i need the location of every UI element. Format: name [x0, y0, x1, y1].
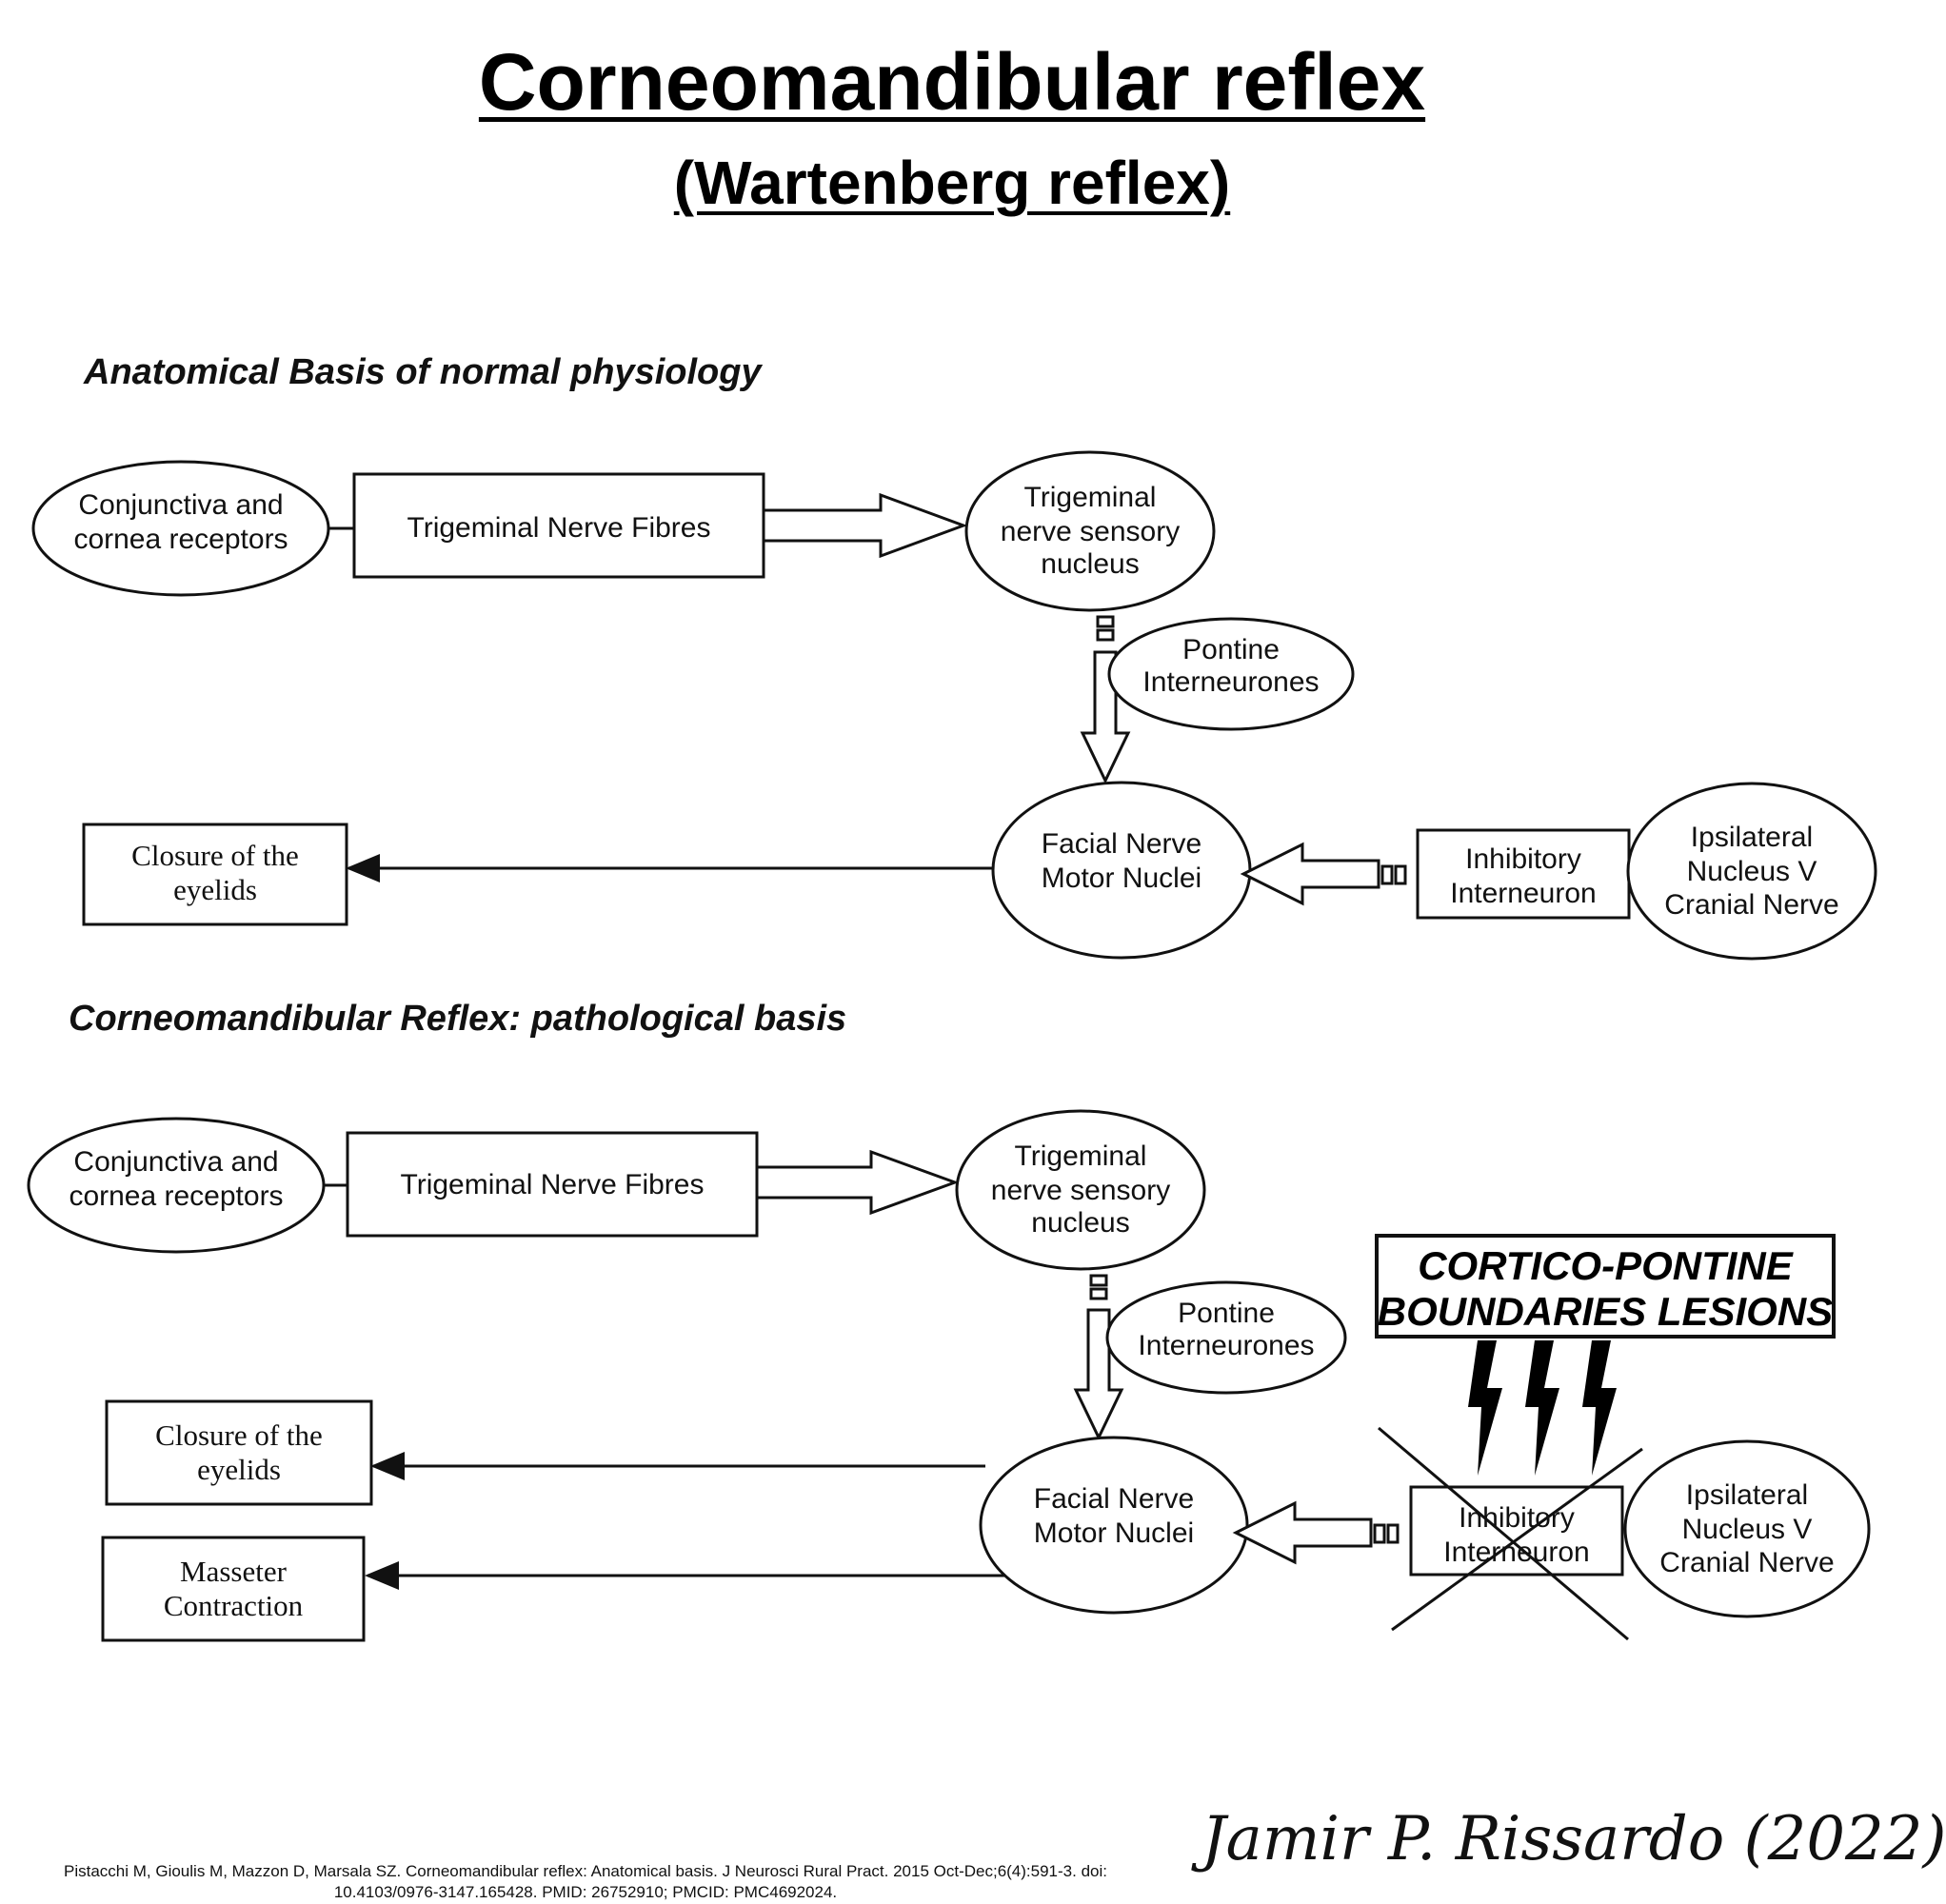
path-ipsilateral-label-2: Nucleus V [1682, 1514, 1813, 1545]
normal-receptors-ellipse: Conjunctiva and cornea receptors [31, 460, 330, 597]
path-sensory-label-1: Trigeminal [1015, 1140, 1147, 1172]
path-inhibitory-label-1: Inhibitory [1459, 1502, 1575, 1534]
lesion-box: CORTICO-PONTINE BOUNDARIES LESIONS [1375, 1234, 1836, 1339]
normal-fibres-box: Trigeminal Nerve Fibres [352, 472, 765, 579]
normal-ipsilateral-label-1: Ipsilateral [1691, 822, 1813, 853]
path-receptors-label-1: Conjunctiva and [73, 1146, 278, 1178]
path-fibres-label: Trigeminal Nerve Fibres [401, 1169, 705, 1200]
path-synapse-down [1089, 1274, 1108, 1300]
path-interneurone-arrow [1073, 1308, 1124, 1441]
path-ipsilateral-ellipse: Ipsilateral Nucleus V Cranial Nerve [1623, 1439, 1871, 1618]
cross-out-mark [1378, 1426, 1643, 1641]
page-title: Corneomandibular reflex [478, 37, 1426, 127]
path-ipsilateral-label-1: Ipsilateral [1686, 1479, 1808, 1511]
path-receptors-label-2: cornea receptors [69, 1180, 283, 1212]
path-interneurones-label-2: Interneurones [1138, 1330, 1314, 1361]
normal-fibres-label: Trigeminal Nerve Fibres [407, 512, 711, 544]
normal-sensory-label-1: Trigeminal [1024, 482, 1157, 513]
normal-inhibitory-label-2: Interneuron [1450, 878, 1596, 909]
normal-ipsilateral-label-2: Nucleus V [1687, 856, 1817, 887]
path-sensory-label-2: nerve sensory [991, 1175, 1170, 1206]
normal-receptors-label-2: cornea receptors [73, 524, 288, 555]
normal-inhibitory-label-1: Inhibitory [1465, 843, 1581, 875]
normal-synapse-down [1096, 615, 1115, 642]
path-inhibitory-label-2: Interneuron [1443, 1537, 1589, 1568]
normal-inhibitory-arrow [1240, 842, 1380, 906]
normal-ipsilateral-label-3: Cranial Nerve [1664, 889, 1838, 921]
path-motor-label-1: Facial Nerve [1034, 1483, 1194, 1515]
normal-sensory-nucleus-ellipse: Trigeminal nerve sensory nucleus [964, 450, 1216, 612]
normal-receptors-label-1: Conjunctiva and [78, 489, 283, 521]
normal-sensory-label-3: nucleus [1041, 548, 1139, 580]
path-interneurones-label-1: Pontine [1178, 1298, 1275, 1329]
lesion-label-1: CORTICO-PONTINE [1418, 1243, 1795, 1288]
path-motor-nuclei-ellipse: Facial Nerve Motor Nuclei [979, 1436, 1249, 1615]
normal-motor-label-2: Motor Nuclei [1042, 863, 1201, 894]
normal-sensory-label-2: nerve sensory [1001, 516, 1180, 547]
normal-closure-label-1: Closure of the [131, 839, 299, 872]
path-receptors-ellipse: Conjunctiva and cornea receptors [27, 1117, 326, 1254]
normal-closure-box: Closure of the eyelids [82, 823, 348, 926]
normal-heading: Anatomical Basis of normal physiology [83, 352, 763, 392]
normal-fibres-arrow [762, 492, 968, 559]
author-signature: Jamir P. Rissardo (2022) [1201, 1804, 1946, 1874]
normal-synapse-left [1380, 864, 1407, 885]
lightning-bolt-icon [1582, 1340, 1617, 1476]
lesion-label-2: BOUNDARIES LESIONS [1378, 1289, 1833, 1334]
normal-inhibitory-box: Inhibitory Interneuron [1416, 828, 1631, 920]
normal-ipsilateral-ellipse: Ipsilateral Nucleus V Cranial Nerve [1626, 782, 1877, 961]
normal-motor-nuclei-ellipse: Facial Nerve Motor Nuclei [991, 781, 1252, 960]
path-closure-box: Closure of the eyelids [105, 1399, 373, 1506]
path-closure-label-1: Closure of the [155, 1418, 323, 1452]
normal-motor-label-1: Facial Nerve [1042, 828, 1201, 860]
pathological-heading: Corneomandibular Reflex: pathological ba… [69, 999, 846, 1039]
normal-interneurones-label-2: Interneurones [1142, 666, 1319, 698]
path-synapse-left [1373, 1523, 1400, 1544]
normal-interneurones-ellipse: Pontine Interneurones [1107, 617, 1355, 731]
normal-closure-label-2: eyelids [173, 873, 257, 906]
masseter-label-1: Masseter [180, 1555, 288, 1588]
path-interneurones-ellipse: Pontine Interneurones [1105, 1280, 1347, 1395]
masseter-box: Masseter Contraction [101, 1536, 366, 1642]
path-sensory-label-3: nucleus [1031, 1207, 1129, 1239]
citation: Pistacchi M, Gioulis M, Mazzon D, Marsal… [64, 1862, 1107, 1901]
path-closure-label-2: eyelids [197, 1453, 281, 1486]
path-inhibitory-box: Inhibitory Interneuron [1409, 1485, 1624, 1577]
path-fibres-box: Trigeminal Nerve Fibres [346, 1131, 759, 1238]
normal-interneurones-label-1: Pontine [1182, 634, 1280, 665]
masseter-label-2: Contraction [164, 1589, 304, 1622]
page-subtitle: (Wartenberg reflex) [673, 149, 1231, 217]
lightning-bolt-icon [1525, 1340, 1559, 1476]
lightning-bolt-icon [1468, 1340, 1502, 1476]
path-sensory-nucleus-ellipse: Trigeminal nerve sensory nucleus [955, 1109, 1206, 1271]
path-motor-label-2: Motor Nuclei [1034, 1517, 1194, 1549]
reflex-diagram: Anatomical Basis of normal physiology Co… [27, 352, 1877, 1642]
path-fibres-arrow [755, 1149, 960, 1216]
path-inhibitory-arrow [1232, 1500, 1373, 1565]
path-ipsilateral-label-3: Cranial Nerve [1659, 1547, 1834, 1578]
